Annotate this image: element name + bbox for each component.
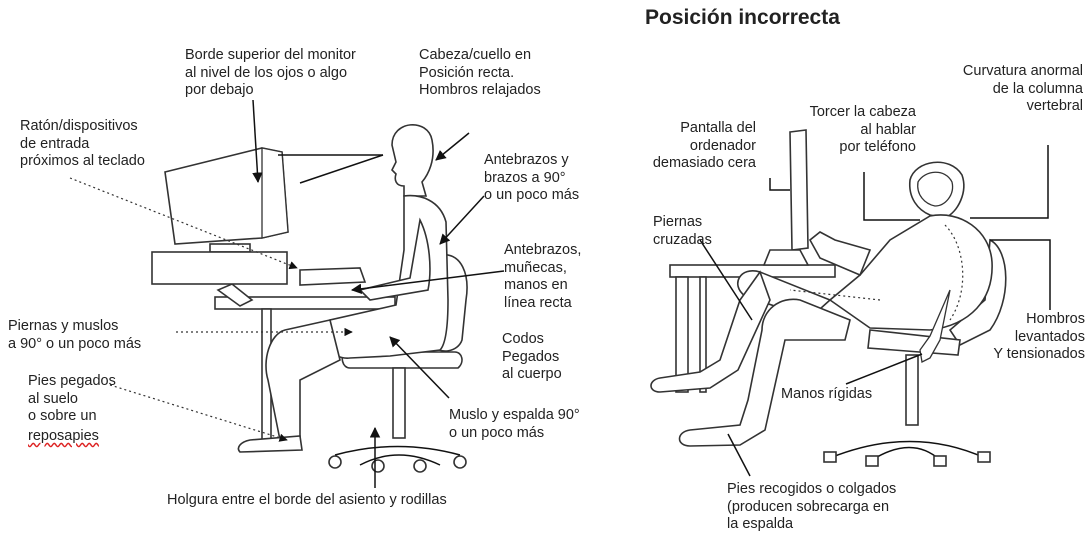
leader-lines-correct: [69, 99, 505, 488]
label-rigid-hands: Manos rígidas: [781, 386, 873, 402]
label-mouse-devices: Ratón/dispositivos de entrada próximos a…: [20, 118, 145, 169]
incorrect-posture-title: Posición incorrecta: [645, 6, 840, 29]
label-feet-tucked: Pies recogidos o colgados (producen sobr…: [727, 481, 897, 532]
label-head-twist-phone: Torcer la cabeza al hablar por teléfono: [809, 104, 916, 155]
label-forearms-line: Antebrazos, muñecas, manos en línea rect…: [504, 242, 582, 311]
label-legs-thighs: Piernas y muslos a 90° o un poco más: [8, 318, 142, 352]
incorrect-posture-figure: [650, 129, 1007, 467]
label-crossed-legs: Piernas cruzadas: [653, 214, 712, 248]
label-raised-shoulders: Hombros levantados Y tensionados: [993, 311, 1085, 362]
label-head-neck: Cabeza/cuello en Posición recta. Hombros…: [419, 47, 541, 98]
label-elbows: Codos Pegados al cuerpo: [502, 331, 562, 382]
monitor: [151, 147, 289, 285]
label-forearms-90: Antebrazos y brazos a 90° o un poco más: [484, 152, 580, 203]
monitor-incorrect: [762, 129, 810, 266]
label-screen-too-close: Pantalla del ordenador demasiado cera: [652, 120, 756, 171]
label-spine-curvature: Curvatura anormal de la columna vertebra…: [962, 63, 1083, 114]
label-footrest: reposapies: [28, 428, 99, 444]
label-feet-floor: Pies pegados al suelo o sobre un: [28, 373, 116, 424]
seated-person: [237, 124, 449, 453]
correct-posture-figure: [151, 124, 468, 473]
label-monitor-height: Borde superior del monitor al nivel de l…: [185, 47, 356, 98]
leader-lines-incorrect: [699, 145, 1051, 477]
label-thigh-back: Muslo y espalda 90° o un poco más: [449, 407, 580, 441]
label-seat-clearance: Holgura entre el borde del asiento y rod…: [167, 492, 447, 508]
